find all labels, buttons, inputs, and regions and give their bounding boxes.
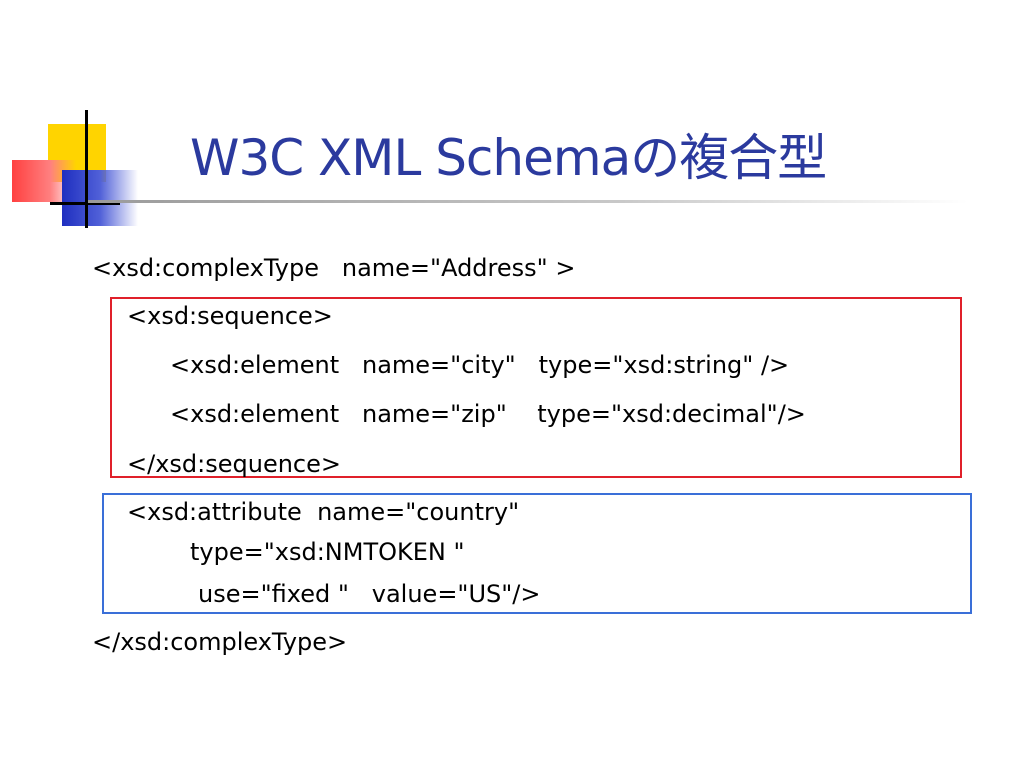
code-attribute-line-3: use="fixed " value="US"/>: [198, 580, 541, 608]
code-sequence-open: <xsd:sequence>: [127, 302, 333, 330]
logo-vertical-line: [85, 110, 88, 228]
code-sequence-close: </xsd:sequence>: [127, 450, 341, 478]
code-element-city: <xsd:element name="city" type="xsd:strin…: [170, 351, 790, 379]
sequence-highlight-box: [110, 297, 962, 478]
code-attribute-line-2: type="xsd:NMTOKEN ": [190, 538, 465, 566]
code-attribute-line-1: <xsd:attribute name="country": [127, 498, 520, 526]
code-complextype-open: <xsd:complexType name="Address" >: [92, 254, 576, 282]
slide-logo: [0, 0, 140, 235]
logo-blue-bar: [62, 170, 138, 226]
code-element-zip: <xsd:element name="zip" type="xsd:decima…: [170, 400, 806, 428]
slide-title: W3C XML Schemaの複合型: [190, 129, 827, 187]
logo-horizontal-line: [50, 202, 120, 205]
attribute-highlight-box: [102, 493, 972, 614]
title-underline: [88, 200, 968, 203]
code-complextype-close: </xsd:complexType>: [92, 628, 348, 656]
